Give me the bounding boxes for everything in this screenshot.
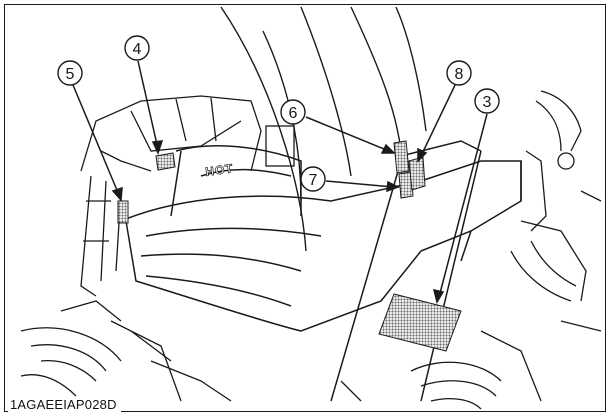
front-tire	[20, 300, 232, 402]
warning-label-4	[155, 152, 176, 171]
rear-tire	[340, 330, 542, 410]
figure-frame: HOT	[4, 4, 606, 412]
callout-5: 5	[57, 60, 83, 86]
callout-7: 7	[300, 166, 326, 192]
callout-label-4: 4	[133, 41, 142, 58]
warning-label-3	[378, 293, 462, 352]
callout-label-6: 6	[289, 105, 298, 122]
callout-3: 3	[474, 88, 500, 114]
callout-8: 8	[446, 60, 472, 86]
callout-6: 6	[280, 99, 306, 125]
fender-panel	[330, 140, 522, 402]
rear-fender	[220, 6, 427, 252]
hot-embossed-text: HOT	[204, 161, 234, 179]
machine-illustration: HOT	[20, 6, 602, 410]
callout-label-3: 3	[483, 94, 492, 111]
callout-label-7: 7	[309, 172, 318, 189]
drawing-id: 1AGAEEIAP028D	[8, 397, 121, 412]
leader-lines	[72, 60, 488, 304]
warning-label-8	[408, 156, 426, 191]
warning-label-5	[117, 200, 129, 224]
tank-cover	[120, 145, 522, 332]
right-controls	[510, 90, 602, 332]
warning-label-7	[398, 171, 414, 199]
callout-4: 4	[124, 35, 150, 61]
warning-labels	[117, 140, 462, 352]
callout-label-5: 5	[66, 66, 75, 83]
callout-label-8: 8	[455, 66, 464, 83]
warning-label-6	[393, 140, 410, 174]
